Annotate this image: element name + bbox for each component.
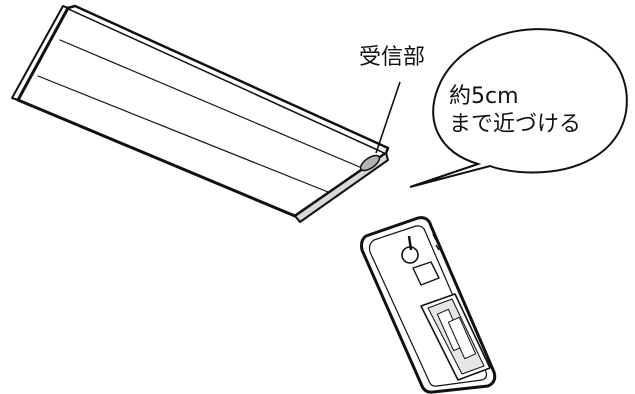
remote-control-icon [360, 216, 497, 394]
receiver-leader-line [375, 81, 401, 154]
receiver-label: 受信部 [359, 45, 426, 70]
distance-text: 約5cm [449, 84, 519, 109]
ceiling-light-icon [11, 4, 390, 223]
receiver-window-icon [359, 154, 381, 172]
speech-bubble [409, 28, 628, 188]
instruction-text: まで近づける [449, 112, 582, 137]
